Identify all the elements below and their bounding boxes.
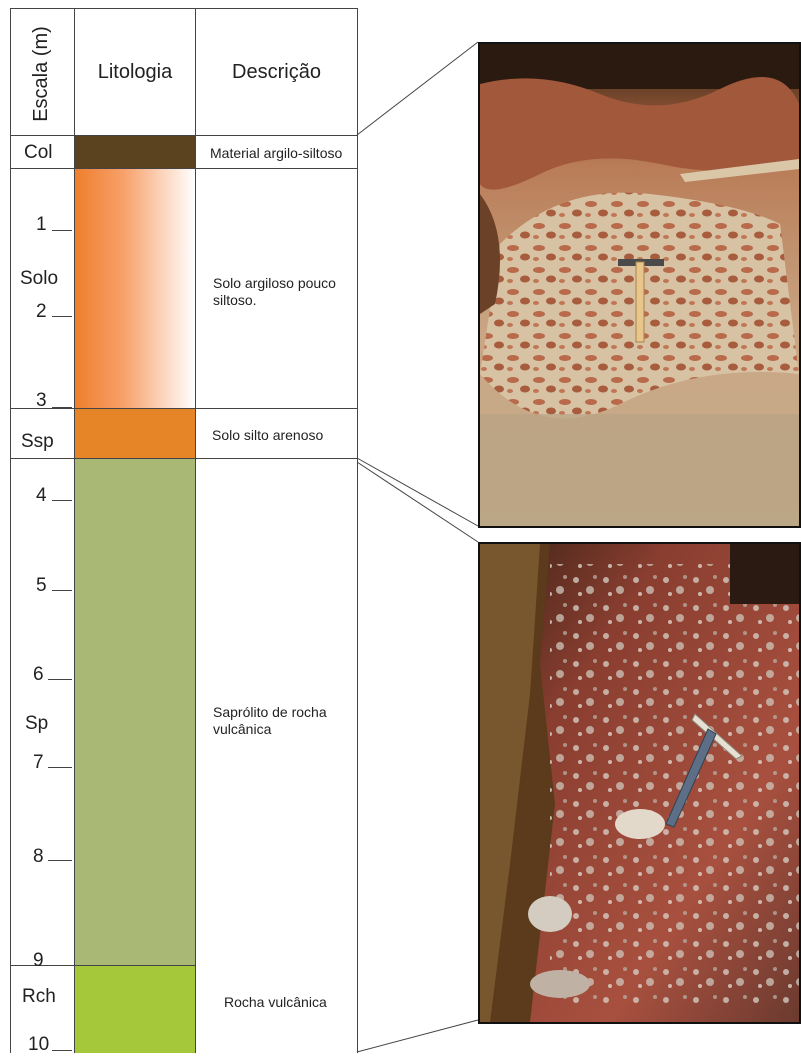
connector-photo2-bottom [357,1020,478,1052]
saprolite-outcrop-image [480,544,799,1022]
saprolite-outcrop-photo [478,542,801,1024]
connector-photo1-bottom [357,458,478,526]
connector-photo2-top [357,462,478,542]
connector-photo1-top [357,42,478,135]
soil-outcrop-photo [478,42,801,528]
soil-outcrop-image [480,44,799,526]
